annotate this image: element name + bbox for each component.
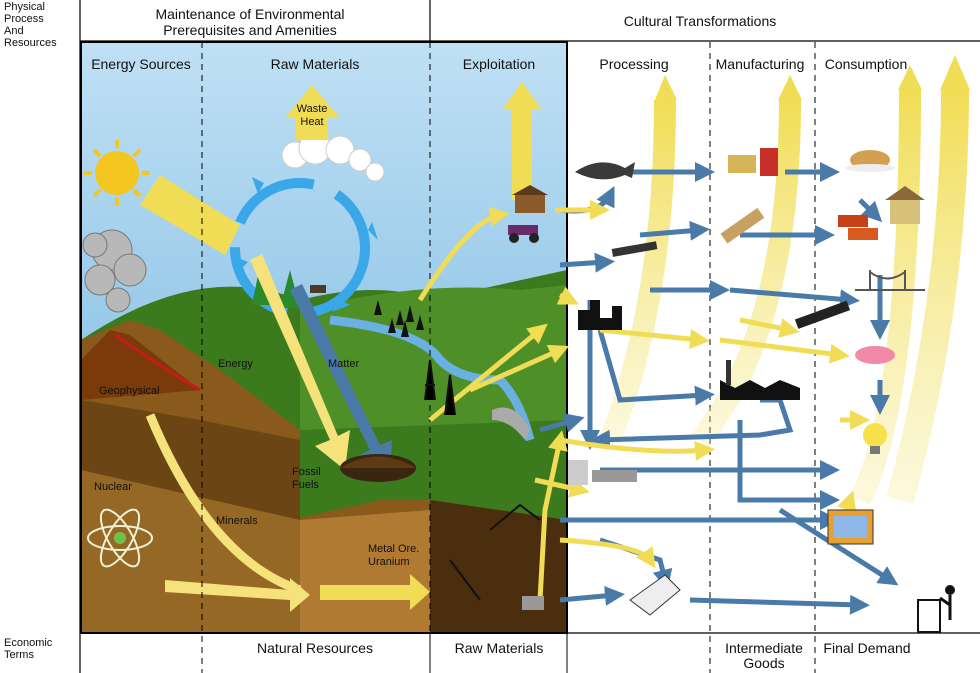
food-icon bbox=[845, 150, 895, 172]
side-label-economic: Economic Terms bbox=[4, 637, 53, 661]
dam-icon bbox=[492, 407, 530, 440]
forest-icon bbox=[374, 300, 424, 337]
label-geophysical: Geophysical bbox=[99, 385, 160, 397]
water-cycle bbox=[230, 178, 370, 318]
barn-icon bbox=[512, 185, 548, 213]
volcano-smoke bbox=[82, 229, 147, 313]
exploitation-up-arrow bbox=[502, 82, 542, 200]
car-icon bbox=[855, 346, 895, 364]
bridge-icon bbox=[855, 270, 925, 291]
oil-well-icon bbox=[424, 359, 456, 416]
footer-natural-resources: Natural Resources bbox=[257, 640, 373, 656]
side-label-physical: Physical Process And Resources bbox=[4, 1, 57, 49]
television-icon bbox=[827, 509, 874, 545]
label-fossil-fuels: Fossil Fuels bbox=[292, 466, 321, 491]
label-matter: Matter bbox=[328, 358, 360, 370]
label-energy: Energy bbox=[218, 358, 253, 370]
paper-product-icon bbox=[629, 574, 681, 616]
atom-graphic bbox=[87, 508, 153, 568]
mining-crane-icon bbox=[449, 503, 541, 601]
matter-arrow bbox=[290, 284, 392, 475]
bricks-icon bbox=[838, 215, 878, 240]
house-icon bbox=[885, 186, 925, 224]
col-exploitation: Exploitation bbox=[462, 56, 536, 72]
truck-icon bbox=[522, 596, 544, 610]
energy-arrow bbox=[250, 254, 350, 470]
train-icon bbox=[794, 300, 851, 329]
lumber-icon bbox=[720, 207, 765, 244]
col-consumption: Consumption bbox=[824, 56, 908, 72]
col-manufacturing: Manufacturing bbox=[715, 56, 805, 72]
label-nuclear: Nuclear bbox=[94, 481, 132, 493]
volcano bbox=[81, 330, 200, 400]
lightbulb-icon bbox=[863, 423, 887, 454]
col-raw-materials: Raw Materials bbox=[270, 56, 360, 72]
footer-intermediate-goods: Intermediate Goods bbox=[725, 640, 803, 671]
label-waste-heat: Waste Heat bbox=[296, 103, 328, 128]
trash-can-icon bbox=[917, 585, 955, 633]
elk-graphic bbox=[310, 285, 326, 293]
factory-icon bbox=[578, 300, 622, 330]
fish-icon bbox=[575, 162, 635, 180]
header-cultural: Cultural Transformations bbox=[623, 13, 777, 29]
footer-raw-materials: Raw Materials bbox=[454, 640, 544, 656]
footer-final-demand: Final Demand bbox=[823, 640, 911, 656]
power-plant-icon bbox=[568, 460, 637, 485]
yellow-flows bbox=[417, 200, 870, 601]
sawmill-icon bbox=[611, 241, 658, 257]
waste-heat-arrow bbox=[285, 85, 340, 140]
header-environmental: Maintenance of Environmental Prerequisit… bbox=[155, 6, 345, 38]
tractor-icon bbox=[508, 225, 539, 243]
label-minerals: Minerals bbox=[216, 515, 258, 527]
col-energy-sources: Energy Sources bbox=[91, 56, 191, 72]
consumption-heat-arrow bbox=[886, 89, 969, 504]
industrial-plant-icon bbox=[720, 360, 800, 400]
col-processing: Processing bbox=[599, 56, 669, 72]
label-metal-ore: Metal Ore. Uranium bbox=[368, 543, 420, 568]
packaged-goods-icon bbox=[728, 148, 778, 176]
sun-graphic bbox=[84, 140, 150, 206]
